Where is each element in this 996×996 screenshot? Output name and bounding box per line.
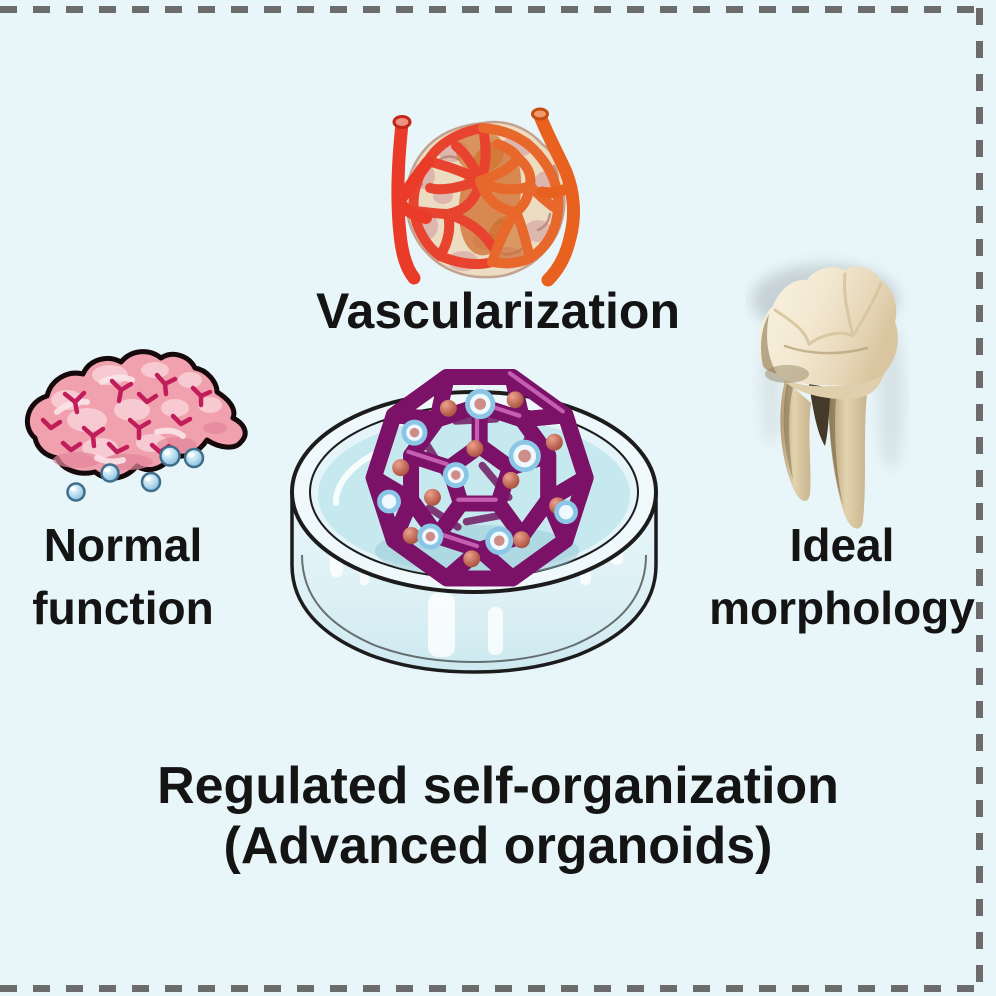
- tissue-vessel-marks: [40, 372, 213, 455]
- tissue-body: [24, 349, 248, 481]
- caption-line2: (Advanced organoids): [223, 817, 773, 875]
- cell-spheres: [392, 391, 567, 568]
- feeding-vessel-left: [391, 115, 434, 285]
- vessel-network: [408, 123, 564, 269]
- caption-line1: Regulated self-organization: [157, 757, 839, 815]
- cell-rings: [377, 388, 578, 555]
- organoid-cage: [365, 369, 586, 587]
- label-normal-function: Normal function: [0, 514, 246, 640]
- vascularized-organoid-svg: [391, 107, 580, 287]
- caption: Regulated self-organization (Advanced or…: [0, 756, 996, 876]
- label-ideal-morphology-line1: Ideal: [789, 519, 895, 571]
- molar-tooth-illustration: [745, 248, 910, 543]
- petri-dish-with-organoid-cage-illustration: [280, 355, 670, 685]
- label-normal-function-line2: function: [32, 582, 214, 634]
- dashed-border-bottom: [0, 985, 982, 992]
- dashed-border-right: [976, 8, 983, 988]
- tooth-body: [758, 266, 898, 529]
- vascularized-organoid-illustration: [368, 106, 618, 304]
- label-vascularization: Vascularization: [315, 283, 681, 339]
- petri-dish-svg: [290, 369, 658, 674]
- label-normal-function-line1: Normal: [43, 519, 203, 571]
- label-ideal-morphology: Ideal morphology: [688, 514, 996, 640]
- molar-tooth-svg: [751, 264, 904, 529]
- feeding-vessel-right: [531, 107, 580, 287]
- secreting-tissue-illustration: [5, 340, 255, 525]
- secretion-droplets: [66, 445, 205, 502]
- secreting-tissue-svg: [24, 349, 248, 502]
- dashed-border-top: [0, 6, 982, 13]
- label-ideal-morphology-line2: morphology: [709, 582, 975, 634]
